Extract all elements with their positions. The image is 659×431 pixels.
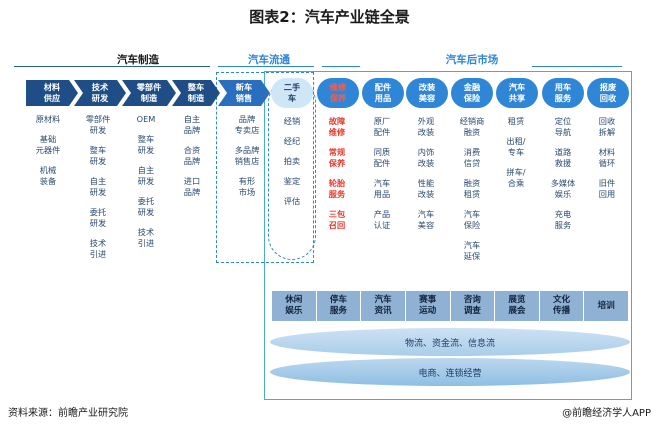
- item: 经纪: [283, 136, 301, 146]
- item: 自主 研发: [137, 165, 155, 186]
- item: 汽车 用品: [373, 178, 391, 199]
- item: 汽车 延保: [463, 240, 481, 261]
- car-services-items: 定位 导航 道路 救援 多媒体 娱乐 充电 服务: [538, 116, 588, 240]
- material-items: 原材料 基础 元器件 机械 装备: [24, 114, 72, 196]
- service-culture: 文化 传播: [540, 291, 585, 321]
- pill-sharing: 汽车 共享: [496, 78, 538, 108]
- item: 材料 循环: [598, 147, 616, 168]
- circulation-divider: [218, 66, 314, 67]
- band-flows: 物流、资金流、信息流: [270, 328, 630, 356]
- section-manufacturing: 汽车制造: [117, 54, 159, 66]
- new-car-sales-items: 品牌 专卖店 多品牌 销售店 有形 市场: [222, 114, 272, 207]
- item: 合资 品牌: [183, 145, 201, 166]
- item: 租赁: [507, 116, 525, 126]
- item: 三包 召回: [328, 209, 346, 230]
- item: 基础 元器件: [35, 134, 61, 155]
- pill-modification: 改装 美容: [406, 78, 448, 108]
- item: 经销: [283, 116, 301, 126]
- item: OEM: [136, 114, 156, 124]
- section-aftermarket: 汽车后市场: [445, 54, 499, 66]
- brand-credit: @前瞻经济学人APP: [562, 408, 651, 419]
- sharing-items: 租赁 出租/ 专车 拼车/ 合乘: [494, 116, 538, 198]
- item: 外观 改装: [417, 116, 435, 137]
- aftermarket-divider-left: [322, 66, 360, 67]
- item: 品牌 专卖店: [234, 114, 260, 135]
- item: 整车 研发: [137, 134, 155, 155]
- step-material-supply: 材料 供应: [26, 80, 78, 106]
- source-note: 资料来源：前瞻产业研究院: [8, 408, 128, 419]
- recycling-items: 回收 拆解 材料 循环 旧件 回用: [585, 116, 629, 209]
- item: 性能 改装: [417, 178, 435, 199]
- pill-finance: 金融 保险: [451, 78, 493, 108]
- item: 消费 信贷: [463, 147, 481, 168]
- item: 自主 品牌: [183, 114, 201, 135]
- item: 拼车/ 合乘: [506, 167, 526, 188]
- service-sports: 赛事 运动: [406, 291, 451, 321]
- item: 自主 研发: [89, 176, 107, 197]
- step-vehicle-mfg: 整车 制造: [172, 80, 220, 106]
- manufacturing-divider: [14, 66, 210, 67]
- band-ecommerce: 电商、连锁经营: [270, 358, 630, 386]
- item: 多媒体 娱乐: [550, 178, 576, 199]
- pill-used-car: 二手 车: [271, 78, 313, 108]
- item: 充电 服务: [554, 209, 572, 230]
- item: 产品 认证: [373, 209, 391, 230]
- item: 机械 装备: [39, 165, 57, 186]
- parts-items: 原厂 配件 同质 配件 汽车 用品 产品 认证: [360, 116, 404, 240]
- item: 技术 引进: [137, 227, 155, 248]
- item: 委托 研发: [137, 196, 155, 217]
- item: 故障 维修: [328, 116, 346, 137]
- item: 零部件 研发: [85, 114, 111, 135]
- item: 道路 救援: [554, 147, 572, 168]
- item: 同质 配件: [373, 147, 391, 168]
- service-training: 培训: [597, 300, 615, 311]
- section-circulation: 汽车流通: [248, 54, 290, 66]
- services-bar: 休闲 娱乐 停车 服务 汽车 资讯 赛事 运动 咨询 调查 展览 展会 文化 传…: [272, 291, 628, 321]
- item: 委托 研发: [89, 207, 107, 228]
- modification-items: 外观 改装 内饰 改装 性能 改装 汽车 美容: [404, 116, 448, 240]
- item: 经销商 融资: [459, 116, 485, 137]
- used-car-items: 经销 经纪 拍卖 鉴定 评估: [270, 116, 314, 216]
- circulation-frame: [216, 72, 314, 263]
- item: 拍卖: [283, 156, 301, 166]
- item: 轮胎 服务: [328, 178, 346, 199]
- pill-recycling: 报废 回收: [587, 78, 629, 108]
- aftermarket-frame: [264, 71, 632, 400]
- item: 汽车 美容: [417, 209, 435, 230]
- vehicle-mfg-items: 自主 品牌 合资 品牌 进口 品牌: [170, 114, 214, 207]
- item: 评估: [283, 196, 301, 206]
- item: 回收 拆解: [598, 116, 616, 137]
- service-news: 汽车 资讯: [361, 291, 406, 321]
- step-tech-rd: 技术 研发: [74, 80, 126, 106]
- item: 汽车 保险: [463, 209, 481, 230]
- item: 原厂 配件: [373, 116, 391, 137]
- item: 旧件 回用: [598, 178, 616, 199]
- item: 有形 市场: [238, 176, 256, 197]
- aftermarket-divider-right: [532, 66, 622, 67]
- finance-items: 经销商 融资 消费 信贷 融资 租赁 汽车 保险 汽车 延保: [447, 116, 497, 271]
- service-consulting: 咨询 调查: [451, 291, 496, 321]
- service-exhibition: 展览 展会: [495, 291, 540, 321]
- service-parking: 停车 服务: [317, 291, 362, 321]
- chart-title: 图表2：汽车产业链全景: [249, 8, 410, 26]
- item: 鉴定: [283, 176, 301, 186]
- service-leisure: 休闲 娱乐: [272, 291, 317, 321]
- pill-parts: 配件 用品: [362, 78, 404, 108]
- parts-mfg-items: OEM 整车 研发 自主 研发 委托 研发 技术 引进: [122, 114, 170, 258]
- tech-rd-items: 零部件 研发 整车 研发 自主 研发 委托 研发 技术 引进: [74, 114, 122, 269]
- pill-maintenance: 维修 保养: [317, 78, 359, 108]
- step-parts-mfg: 零部件 制造: [122, 80, 176, 106]
- item: 常规 保养: [328, 147, 346, 168]
- item: 定位 导航: [554, 116, 572, 137]
- item: 出租/ 专车: [506, 136, 526, 157]
- item: 技术 引进: [89, 238, 107, 259]
- maintenance-items: 故障 维修 常规 保养 轮胎 服务 三包 召回: [315, 116, 359, 240]
- item: 内饰 改装: [417, 147, 435, 168]
- item: 融资 租赁: [463, 178, 481, 199]
- item: 整车 研发: [89, 145, 107, 166]
- item: 进口 品牌: [183, 176, 201, 197]
- pill-car-services: 用车 服务: [542, 78, 584, 108]
- item: 原材料: [35, 114, 61, 124]
- item: 多品牌 销售店: [234, 145, 260, 166]
